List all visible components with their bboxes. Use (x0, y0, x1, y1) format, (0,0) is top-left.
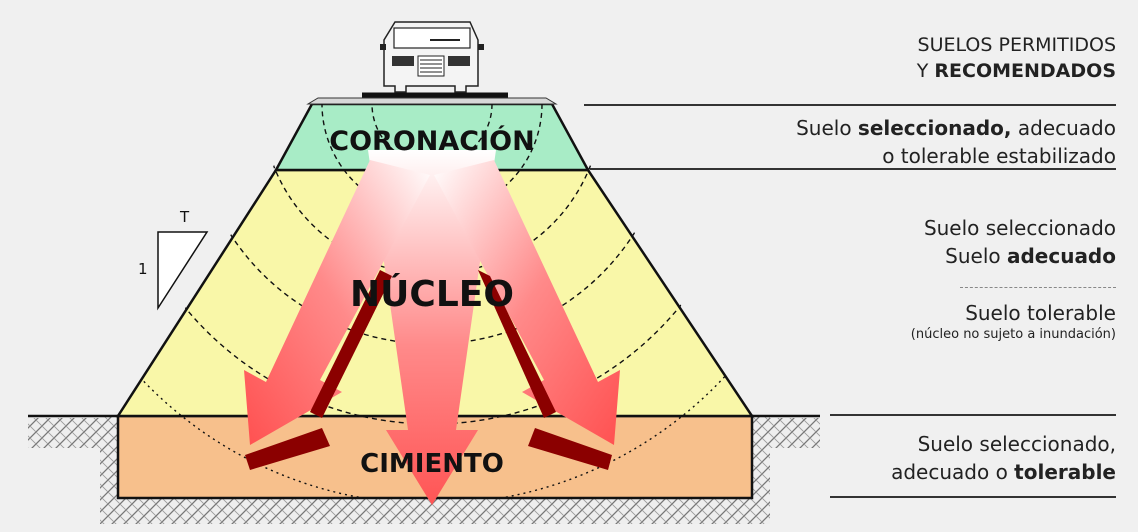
right-dark-bar (528, 428, 612, 470)
legend-cimiento: Suelo seleccionado, adecuado o tolerable (891, 430, 1116, 486)
embankment-diagram: T 1 CORONACIÓN NÚCLEO CIMIENTO (28, 21, 820, 524)
legend-header-line1: SUELOS PERMITIDOS (917, 34, 1116, 56)
legend-cimiento-line2: adecuado o tolerable (891, 460, 1116, 484)
center-arrow (368, 150, 496, 505)
legend-cimiento-line1: Suelo seleccionado, (917, 432, 1116, 456)
legend-coronacion: Suelo seleccionado, adecuado o tolerable… (796, 114, 1116, 170)
legend-nucleo: Suelo seleccionado Suelo adecuado (924, 214, 1116, 270)
road-pavement (306, 97, 558, 105)
slope-horizontal-label: T (179, 208, 190, 226)
legend-divider-top (584, 104, 1116, 106)
legend-nucleo-line2: Suelo adecuado (945, 244, 1116, 268)
nucleo-label: NÚCLEO (350, 273, 514, 315)
legend-nucleo-line1: Suelo seleccionado (923, 216, 1116, 240)
left-dark-bar (245, 428, 330, 470)
legend-divider-nucleo (960, 287, 1116, 289)
car-icon (380, 21, 484, 93)
legend-header-line2: Y RECOMENDADOS (916, 60, 1116, 82)
legend-nucleo-tolerable: Suelo tolerable (núcleo no sujeto a inun… (911, 300, 1116, 344)
load-arrows (244, 150, 620, 505)
right-dark-stroke (478, 270, 556, 418)
right-arrow (434, 160, 620, 445)
legend-divider-cimiento-top (830, 414, 1116, 416)
slope-indicator: T 1 (138, 208, 209, 311)
legend-coronacion-line2: o tolerable estabilizado (882, 144, 1116, 168)
left-arrow (244, 160, 430, 445)
slope-vertical-label: 1 (138, 260, 148, 278)
legend-nucleo-line3: Suelo tolerable (965, 301, 1116, 325)
legend-coronacion-line1: Suelo seleccionado, adecuado (796, 116, 1116, 140)
legend-header: SUELOS PERMITIDOS Y RECOMENDADOS (917, 32, 1116, 84)
cimiento-label: CIMIENTO (360, 449, 504, 479)
coronacion-label: CORONACIÓN (329, 125, 534, 157)
legend-divider-cimiento-bottom (830, 496, 1116, 498)
legend-divider-coronacion (590, 168, 1116, 170)
legend-nucleo-note: (núcleo no sujeto a inundación) (910, 327, 1116, 342)
left-dark-stroke (310, 270, 392, 418)
